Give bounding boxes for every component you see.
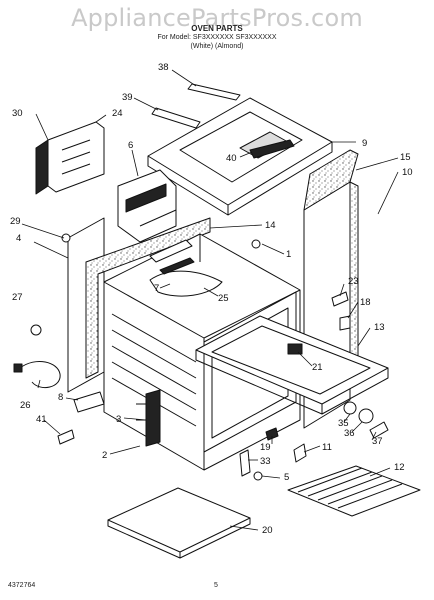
clip-41 — [57, 429, 75, 445]
callout-41: 41 — [36, 414, 47, 425]
bracket-40 — [249, 139, 295, 159]
bracket-30 — [35, 139, 49, 195]
callout-4: 4 — [16, 233, 21, 244]
part-number: 4372764 — [8, 582, 36, 589]
callout-30: 30 — [12, 108, 23, 119]
diagram-title: OVEN PARTS — [191, 24, 243, 33]
knob-37 — [369, 421, 389, 439]
callout-3: 3 — [116, 414, 121, 425]
callout-13: 13 — [374, 322, 385, 333]
oven-rack — [287, 465, 421, 517]
bracket-39 — [151, 107, 201, 129]
part-5 — [253, 471, 263, 481]
power-cord — [19, 360, 61, 389]
callout-19: 19 — [260, 442, 271, 453]
callout-9: 9 — [362, 138, 367, 149]
color-line: (White) (Almond) — [190, 43, 244, 50]
callout-35: 35 — [338, 418, 349, 429]
callout-8: 8 — [58, 392, 63, 403]
callout-6: 6 — [128, 140, 133, 151]
callout-1: 1 — [286, 249, 291, 260]
callout-11: 11 — [322, 442, 332, 453]
insulation-top-15 — [303, 149, 359, 211]
knob-36 — [358, 408, 374, 424]
part-19 — [265, 427, 279, 441]
callout-33: 33 — [260, 456, 271, 467]
burner — [149, 270, 223, 297]
clip-27 — [30, 324, 42, 336]
callout-5: 5 — [284, 472, 289, 483]
callout-14: 14 — [265, 220, 276, 231]
callout-7: 7 — [154, 283, 159, 294]
callout-25: 25 — [218, 293, 229, 304]
callout-2: 2 — [102, 450, 107, 461]
part-11 — [293, 443, 307, 463]
page-number: 5 — [214, 582, 218, 589]
bracket-38 — [187, 83, 241, 101]
callout-10: 10 — [402, 167, 413, 178]
callout-39: 39 — [122, 92, 133, 103]
gas-valve — [145, 389, 161, 447]
callout-24: 24 — [112, 108, 123, 119]
clip-29 — [61, 233, 71, 243]
burner-plate — [149, 239, 193, 263]
part-1 — [251, 239, 261, 249]
part-18 — [339, 315, 351, 331]
callout-36: 36 — [344, 428, 355, 439]
callout-15: 15 — [400, 152, 411, 163]
label-21 — [287, 343, 303, 355]
callout-40: 40 — [226, 153, 237, 164]
insulation-front — [85, 217, 211, 379]
leader-lines — [21, 69, 399, 531]
callout-12: 12 — [394, 462, 405, 473]
callout-37: 37 — [372, 436, 383, 447]
callout-26: 26 — [20, 400, 31, 411]
callout-38: 38 — [158, 62, 169, 73]
callout-labels: 38 30 39 24 9 6 15 40 10 29 14 4 1 23 7 … — [10, 62, 413, 536]
watermark: AppliancePartsPros.com — [71, 4, 363, 32]
bottom-panel — [107, 487, 251, 553]
callout-20: 20 — [262, 525, 273, 536]
part-23 — [331, 291, 349, 307]
callout-23: 23 — [348, 276, 359, 287]
model-line: For Model: SF3XXXXXX SF3XXXXXX — [157, 34, 277, 41]
callout-27: 27 — [12, 292, 23, 303]
callout-18: 18 — [360, 297, 371, 308]
knob-35 — [343, 401, 357, 415]
callout-29: 29 — [10, 216, 21, 227]
bracket-8 — [73, 391, 105, 413]
part-33 — [239, 449, 251, 477]
callout-21: 21 — [312, 362, 323, 373]
